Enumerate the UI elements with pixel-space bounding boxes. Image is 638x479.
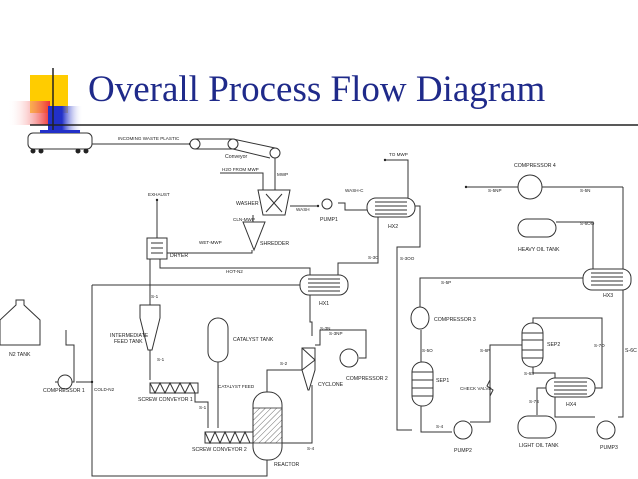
label: LIGHT OIL TANK xyxy=(519,443,559,449)
label: S-1 xyxy=(199,405,207,410)
label: COMPRESSOR 2 xyxy=(346,376,388,382)
label: HX1 xyxy=(319,301,329,307)
label: WASH-C xyxy=(345,188,364,193)
label: CATALYST FEED xyxy=(218,384,255,389)
label: PUMP2 xyxy=(454,448,472,454)
label: S-3OO xyxy=(400,256,415,261)
label: S-5NP xyxy=(488,188,502,193)
slide-decoration xyxy=(8,68,638,136)
label: S-1 xyxy=(157,357,165,362)
rail-tank-car xyxy=(27,130,93,154)
label: Conveyor xyxy=(225,154,247,160)
label: S-7S xyxy=(529,399,539,404)
label: S-6OO xyxy=(580,221,595,226)
cyclone xyxy=(301,347,316,391)
conveyor xyxy=(189,138,281,159)
hx3 xyxy=(582,268,632,291)
label: S-6S xyxy=(524,371,534,376)
light-oil-tank xyxy=(517,415,557,439)
process-lines xyxy=(55,138,624,477)
slide-title: Overall Process Flow Diagram xyxy=(88,69,546,110)
label: WET-MWP xyxy=(199,240,222,245)
label: SCREW CONVEYOR 2 xyxy=(192,447,247,453)
label: DRYER xyxy=(170,253,188,259)
n2-tank xyxy=(0,299,41,346)
label: MWP xyxy=(277,172,288,177)
label: INCOMING WASTE PLASTIC xyxy=(118,136,180,141)
label: INTERMEDIATE xyxy=(110,333,149,339)
label: COMPRESSOR 4 xyxy=(514,163,556,169)
label: S-4 xyxy=(436,424,444,429)
hx2 xyxy=(366,197,416,218)
label: WASHER xyxy=(236,201,259,207)
label: HX3 xyxy=(603,293,613,299)
washer xyxy=(257,189,291,216)
label: SEP1 xyxy=(436,378,449,384)
label: S-2 xyxy=(280,361,288,366)
label: S-6C xyxy=(625,348,637,354)
label: CHECK VALVE xyxy=(460,386,492,391)
pump-3 xyxy=(596,420,616,440)
check-valve xyxy=(486,379,494,397)
dryer xyxy=(146,237,168,260)
label: CLN-MWP xyxy=(233,217,255,222)
shredder xyxy=(242,221,266,252)
sep2 xyxy=(521,322,544,368)
label: HOT-N2 xyxy=(226,269,243,274)
label: PUMP3 xyxy=(600,445,618,451)
label: S-3N xyxy=(320,326,330,331)
label: CYCLONE xyxy=(318,382,344,388)
label: COLD-N2 xyxy=(94,387,115,392)
label: S-4 xyxy=(307,446,315,451)
label: H2O FROM MWP xyxy=(222,167,259,172)
screw-conveyor-1 xyxy=(149,381,199,395)
label: S-5N xyxy=(580,188,590,193)
label: HX2 xyxy=(388,224,398,230)
label: COMPRESSOR 3 xyxy=(434,317,476,323)
label: S-7O xyxy=(594,343,605,348)
label: CATALYST TANK xyxy=(233,337,274,343)
label: SCREW CONVEYOR 1 xyxy=(138,397,193,403)
label: WASH xyxy=(296,207,310,212)
pump-1 xyxy=(321,198,333,210)
label: HX4 xyxy=(566,402,576,408)
label: S-1 xyxy=(151,294,159,299)
compressor-2 xyxy=(339,348,359,368)
label: S-5O xyxy=(422,348,433,353)
sep1 xyxy=(411,361,434,407)
hx1 xyxy=(299,274,349,296)
catalyst-tank xyxy=(207,317,229,363)
label: COMPRESSOR 1 xyxy=(43,388,85,394)
screw-conveyor-2 xyxy=(204,430,254,445)
compressor-3 xyxy=(410,306,430,330)
label: FEED TANK xyxy=(114,339,143,345)
label: S-5P xyxy=(441,280,451,285)
reactor xyxy=(252,391,283,461)
label: REACTOR xyxy=(274,462,300,468)
label: S-6P xyxy=(480,348,490,353)
label: N2 TANK xyxy=(9,352,31,358)
compressor-1 xyxy=(57,374,73,390)
label: EXHAUST xyxy=(148,192,170,197)
label: S-3NP xyxy=(329,331,343,336)
hx4 xyxy=(545,377,596,398)
label: PUMP1 xyxy=(320,217,338,223)
pump-2 xyxy=(453,420,473,440)
label: TO MWP xyxy=(389,152,408,157)
heavy-oil-tank xyxy=(517,218,557,238)
equipment-labels: INCOMING WASTE PLASTIC Conveyor MWP H2O … xyxy=(9,136,637,468)
intermediate-feed-tank xyxy=(139,304,161,351)
label: HEAVY OIL TANK xyxy=(518,247,560,253)
compressor-4 xyxy=(517,174,543,200)
label: SHREDDER xyxy=(260,241,289,247)
label: SEP2 xyxy=(547,342,560,348)
label: S-3C xyxy=(368,255,379,260)
